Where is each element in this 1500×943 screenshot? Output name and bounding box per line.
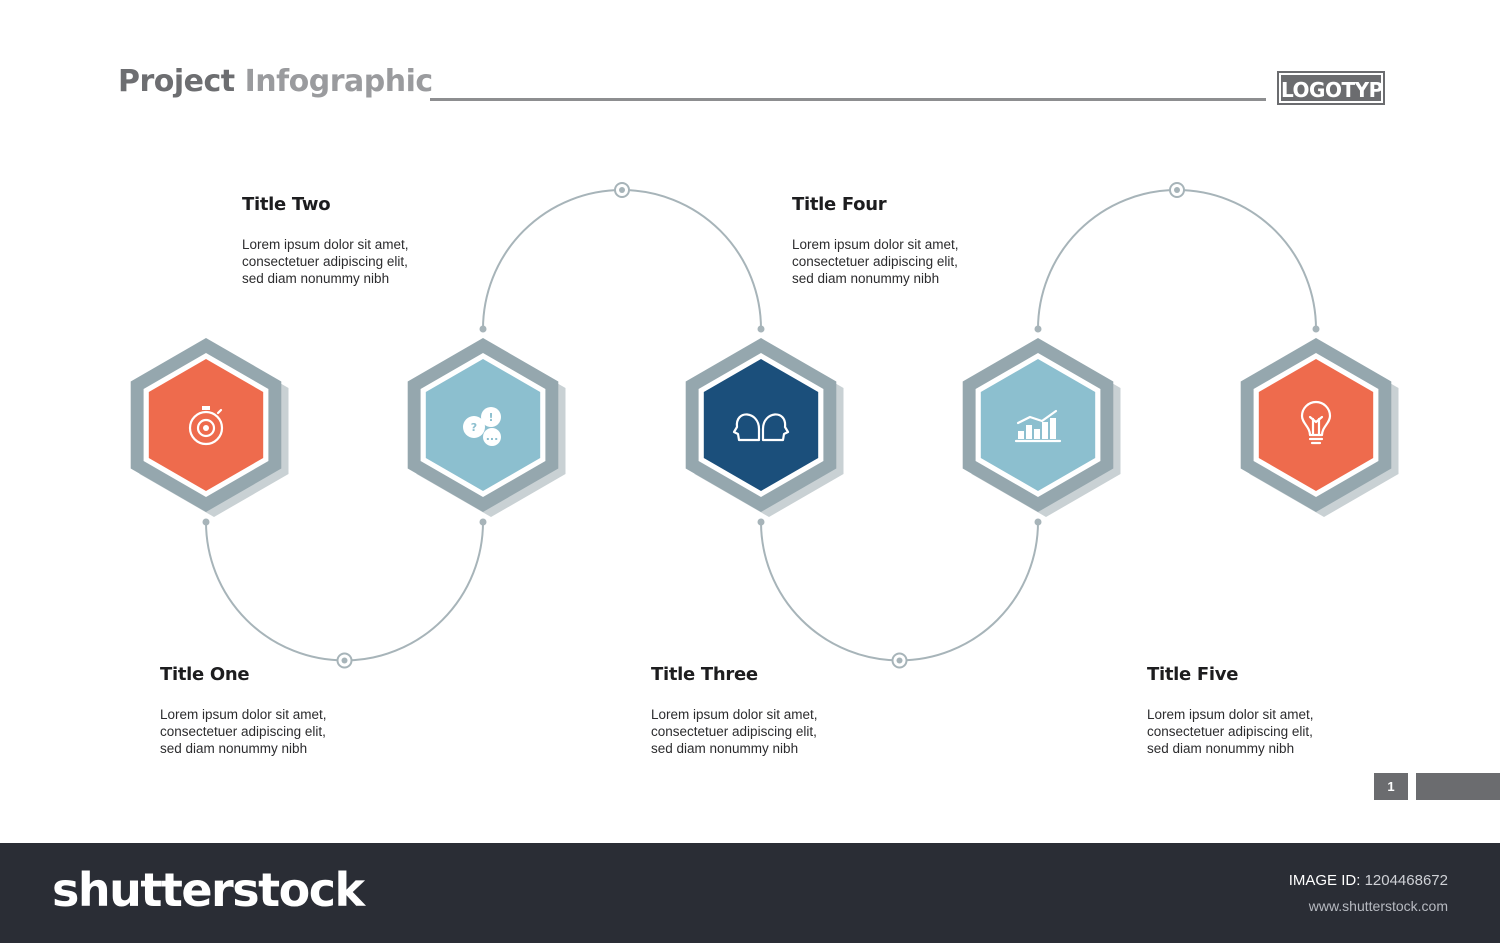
step-1-hexagon — [130, 338, 289, 517]
two-heads-icon — [732, 413, 790, 442]
hex-fill — [1258, 359, 1374, 491]
slide: Project Infographic LOGOTYPE ?!... Title… — [118, 64, 1500, 800]
hexagons: ?!... — [130, 338, 1399, 517]
milestone-dot-core — [1174, 187, 1180, 193]
connector-arc — [482, 189, 762, 330]
svg-text:...: ... — [486, 430, 499, 443]
milestone-dot-core — [341, 657, 348, 664]
footer-brand: shutterstock — [52, 863, 365, 917]
connector-dot — [757, 518, 765, 526]
step-3-hexagon — [685, 338, 844, 517]
connector-dot — [1034, 518, 1042, 526]
svg-text:?: ? — [471, 421, 477, 434]
connector-dot — [1034, 325, 1042, 333]
header-rule — [430, 98, 1266, 101]
footer: shutterstock IMAGE ID: 1204468672 www.sh… — [0, 843, 1500, 943]
image-id: IMAGE ID: 1204468672 — [1289, 872, 1448, 889]
step-4-text: Lorem ipsum dolor sit amet, consectetuer… — [792, 237, 959, 286]
step-3-title: Title Three — [651, 664, 758, 685]
connector-dot — [757, 325, 765, 333]
step-5-hexagon — [1240, 338, 1399, 517]
step-2-title: Title Two — [242, 194, 331, 215]
image-id-label: IMAGE ID: — [1288, 872, 1361, 889]
step-4-hexagon — [962, 338, 1121, 517]
step-3-text: Lorem ipsum dolor sit amet, consectetuer… — [651, 707, 818, 756]
hex-fill — [980, 359, 1096, 491]
image-id-value: 1204468672 — [1364, 872, 1448, 889]
connector-dot — [202, 518, 210, 526]
milestone-dot-core — [896, 657, 903, 664]
hex-fill — [703, 359, 819, 491]
step-1-title: Title One — [160, 664, 250, 685]
svg-text:!: ! — [488, 411, 493, 424]
connector-dot — [1312, 325, 1320, 333]
title-part-1: Project — [118, 64, 235, 99]
stopwatch-icon — [188, 406, 224, 446]
step-5-title: Title Five — [1147, 664, 1239, 685]
process-diagram: ?!... — [130, 182, 1399, 669]
connector-dot — [479, 518, 487, 526]
step-2-text: Lorem ipsum dolor sit amet, consectetuer… — [242, 237, 409, 286]
connector-arc — [760, 521, 1039, 662]
step-1-text: Lorem ipsum dolor sit amet, consectetuer… — [160, 707, 327, 756]
logo: LOGOTYPE — [1277, 71, 1396, 105]
title-part-2: Infographic — [244, 64, 434, 99]
connector-arc — [205, 521, 484, 662]
connector-dot — [479, 325, 487, 333]
footer-site: www.shutterstock.com — [1308, 898, 1448, 914]
step-5-text: Lorem ipsum dolor sit amet, consectetuer… — [1147, 707, 1314, 756]
connector-arc — [1037, 189, 1317, 330]
lightbulb-icon — [1300, 400, 1332, 445]
page-number: 1 — [1374, 773, 1408, 800]
page-bar — [1416, 773, 1500, 800]
chat-bubbles-icon: ?!... — [463, 407, 501, 446]
bar-chart-icon — [1014, 409, 1062, 443]
step-2-hexagon: ?!... — [407, 338, 566, 517]
page-title: Project Infographic — [118, 64, 433, 99]
step-4-title: Title Four — [792, 194, 887, 215]
milestone-dot-core — [619, 187, 625, 193]
connectors — [202, 182, 1320, 669]
